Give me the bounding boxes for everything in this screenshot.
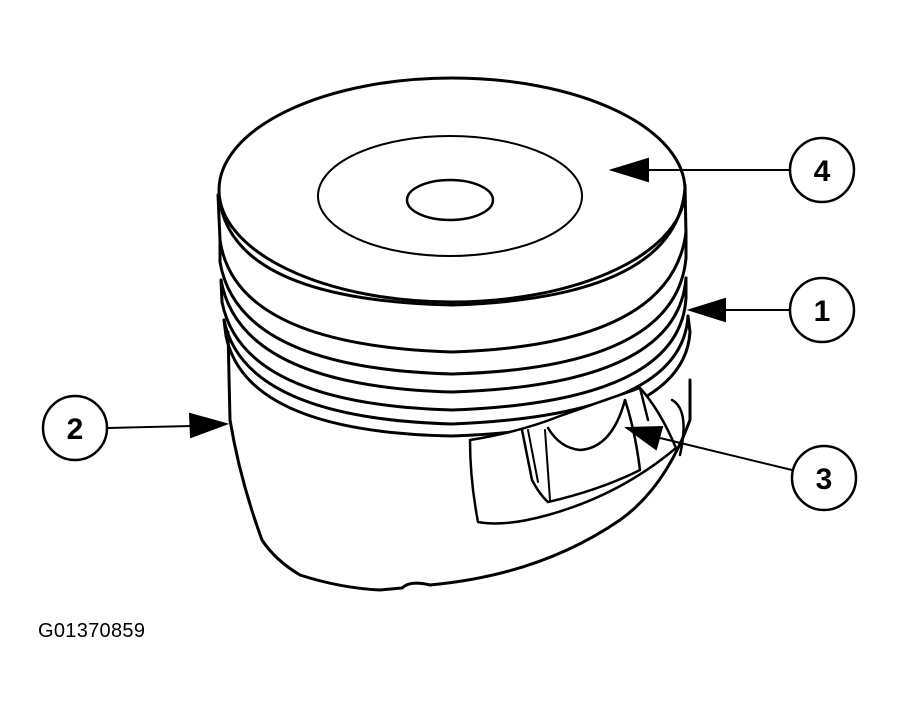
callout-label-3: 3 (816, 463, 833, 496)
leader-line-2 (107, 425, 193, 429)
ring-land-1 (218, 230, 688, 354)
leader-arrows (107, 157, 793, 471)
arrow-head-1 (686, 297, 726, 323)
callout-label-2: 2 (67, 413, 84, 446)
crown-side-left (216, 193, 222, 242)
callout-2: 2 (41, 394, 109, 462)
ring-land-2 (219, 276, 688, 394)
callout-1: 1 (788, 276, 856, 344)
figure-id: G01370859 (38, 620, 146, 642)
pin-boss-edge (638, 386, 685, 457)
callout-circle-3 (790, 444, 858, 512)
ring-groove-1 (218, 256, 688, 376)
arrow-head-2 (188, 412, 230, 439)
ring-groove-2 (220, 296, 688, 412)
callouts: 4 1 2 3 (41, 136, 858, 512)
piston-illustration (216, 76, 692, 592)
callout-3: 3 (790, 444, 858, 512)
callout-label-1: 1 (814, 295, 831, 328)
callout-circle-2 (41, 394, 109, 462)
pin-boss-recess (468, 386, 678, 525)
pin-boss-wall (527, 429, 551, 501)
piston-pin-bore (546, 398, 627, 452)
crown-inner-bowl (405, 178, 495, 222)
arrow-head-3 (624, 425, 664, 451)
ring-edge-right (684, 230, 692, 334)
arrow-head-4 (608, 157, 649, 183)
callout-4: 4 (788, 136, 856, 204)
crown-rim (217, 186, 687, 307)
piston-crown-top (217, 76, 687, 304)
ring-land-3 (222, 314, 690, 426)
callout-circle-4 (788, 136, 856, 204)
callout-circle-1 (788, 276, 856, 344)
crown-outer-bowl (317, 135, 583, 257)
callout-label-4: 4 (814, 155, 831, 188)
leader-line-3 (659, 437, 793, 471)
ring-edge-left (218, 238, 228, 338)
ring-groove-3 (224, 330, 692, 438)
